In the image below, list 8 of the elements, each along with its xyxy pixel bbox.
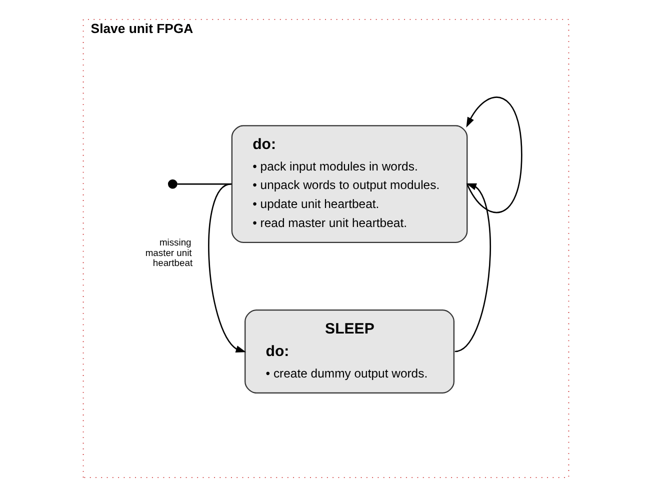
- arrow: [208, 183, 246, 352]
- arrow: [466, 96, 522, 213]
- connector: [177, 183, 232, 185]
- edge-label: missing master unit heartbeat: [145, 236, 193, 268]
- arrow: [454, 183, 491, 352]
- node-box: SLEEP do: • create dummy output words.: [244, 310, 454, 394]
- node-box: do: • pack input modules in words. • unpack words to output modules. • update unit heartbeat. • read master unit heartbeat.: [231, 125, 468, 243]
- node-circle: [168, 179, 178, 189]
